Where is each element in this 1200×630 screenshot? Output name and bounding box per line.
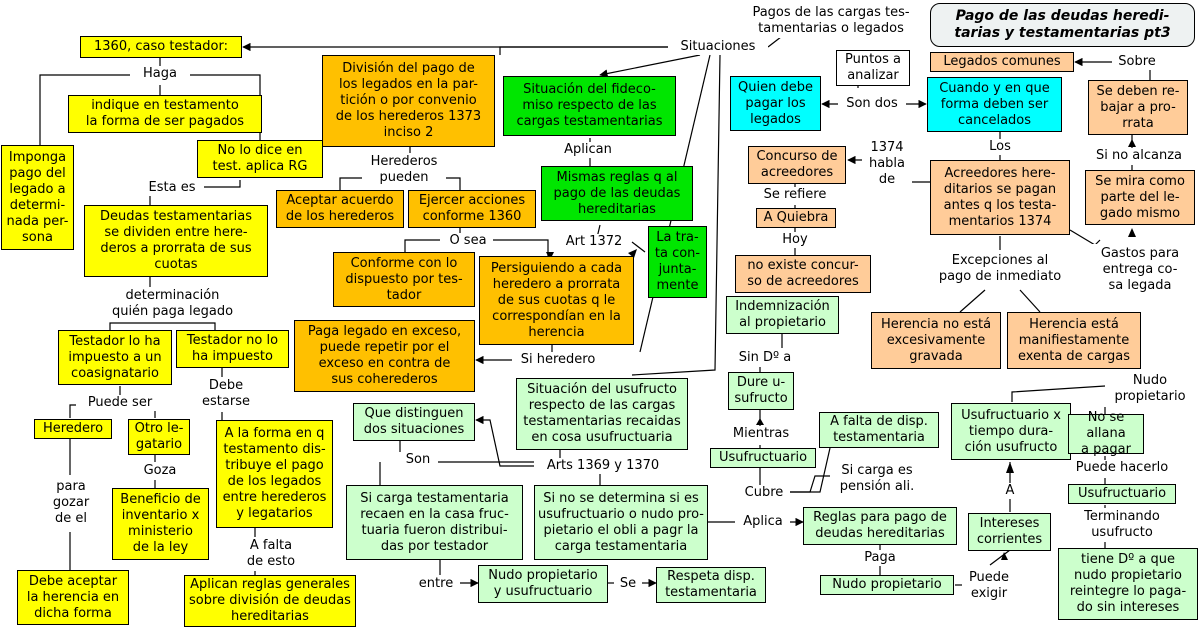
node-usufructuario-cubre: Usufructuario xyxy=(710,448,816,468)
label-sin-do-a: Sin Dº a xyxy=(730,350,800,366)
label-haga: Haga xyxy=(138,66,182,82)
node-fideicomiso: Situación del fideco- miso respecto de l… xyxy=(503,76,676,136)
label-si-heredero: Si heredero xyxy=(512,352,604,368)
label-aplica: Aplica xyxy=(736,514,790,530)
node-usufructuario-x-tiempo: Usufructuario x tiempo dura- ción usufru… xyxy=(951,403,1071,460)
node-indique: indique en testamento la forma de ser pa… xyxy=(68,95,262,133)
node-1360-caso-testador: 1360, caso testador: xyxy=(80,36,242,58)
label-herederos-pueden: Herederos pueden xyxy=(362,153,446,187)
node-reglas-para-pago: Reglas para pago de deudas hereditarias xyxy=(803,507,957,545)
node-aplican-reglas: Aplican reglas generales sobre división … xyxy=(184,575,356,627)
node-ejercer-acciones: Ejercer acciones conforme 1360 xyxy=(408,190,536,228)
label-aplican: Aplican xyxy=(556,142,620,158)
node-testador-no-lo-ha: Testador no lo ha impuesto xyxy=(176,330,289,368)
label-puede-ser: Puede ser xyxy=(76,395,164,411)
node-a-falta-de-disp: A falta de disp. testamentaria xyxy=(819,412,939,448)
label-pagos-de-las-cargas: Pagos de las cargas tes- tamentarias o l… xyxy=(735,4,927,38)
label-1374-habla-de: 1374 habla de xyxy=(862,138,912,190)
node-a-la-forma: A la forma en q testamento dis- tribuye … xyxy=(216,420,333,528)
node-la-trata: La tra- ta con- junta- mente xyxy=(648,226,707,298)
label-nudo-propietario: Nudo propietario xyxy=(1105,372,1195,406)
node-respeta: Respeta disp. testamentaria xyxy=(656,567,766,603)
node-conforme: Conforme con lo dispuesto por tes- tador xyxy=(333,252,475,307)
label-se-refiere: Se refiere xyxy=(755,187,835,203)
label-gastos: Gastos para entrega co- sa legada xyxy=(1090,244,1190,296)
node-beneficio: Beneficio de inventario x ministerio de … xyxy=(112,488,209,560)
label-si-no-alcanza: Si no alcanza xyxy=(1085,148,1193,164)
label-esta-es: Esta es xyxy=(140,180,204,196)
node-concurso-acreedores: Concurso de acreedores xyxy=(748,146,846,184)
label-determinacion: determinación quién paga legado xyxy=(100,287,245,321)
node-acreedores-hereditarios: Acreedores here- ditarios se pagan antes… xyxy=(930,160,1070,235)
node-intereses-corrientes: Intereses corrientes xyxy=(968,513,1051,551)
node-heredero: Heredero xyxy=(34,419,112,439)
label-mientras: Mientras xyxy=(726,426,796,442)
label-los: Los xyxy=(982,139,1018,155)
node-dure-usufructo: Dure u- sufructo xyxy=(728,372,794,410)
node-nudo-y-usufructuario: Nudo propietario y usufructuario xyxy=(478,565,608,603)
label-a-falta-de-esto: A falta de esto xyxy=(240,537,302,571)
label-a: A xyxy=(1000,483,1020,499)
label-goza: Goza xyxy=(138,463,182,479)
label-entre: entre xyxy=(412,576,460,592)
node-tiene-do: tiene Dº a que nudo propietario reintegr… xyxy=(1058,548,1198,620)
node-testador-lo-ha: Testador lo ha impuesto a un coasignatar… xyxy=(58,330,172,385)
node-herencia-esta: Herencia está manifiestamente exenta de … xyxy=(1007,312,1141,369)
node-otro-legatario: Otro le- gatario xyxy=(128,419,190,455)
node-herencia-no-esta: Herencia no está excesivamente gravada xyxy=(871,312,1001,369)
node-imponga: Imponga pago del legado a determi- nada … xyxy=(1,145,74,250)
title-box: Pago de las deudas heredi- tarias y test… xyxy=(930,3,1195,47)
node-usufructuario-terminando: Usufructuario xyxy=(1068,484,1176,504)
node-que-distinguen: Que distinguen dos situaciones xyxy=(353,403,475,441)
label-terminando-usufructo: Terminando usufructo xyxy=(1075,508,1169,542)
label-hoy: Hoy xyxy=(777,232,813,248)
node-a-quiebra: A Quiebra xyxy=(756,208,836,228)
label-excepciones: Excepciones al pago de inmediato xyxy=(925,252,1075,286)
node-paga-legado-exceso: Paga legado en exceso, puede repetir por… xyxy=(294,320,475,392)
label-situaciones[interactable]: Situaciones xyxy=(668,39,768,55)
label-puede-hacerlo: Puede hacerlo xyxy=(1062,460,1182,476)
label-art-1372: Art 1372 xyxy=(558,234,630,250)
label-arts-1369-1370: Arts 1369 y 1370 xyxy=(534,458,672,474)
node-no-se-allana: No se allana a pagar xyxy=(1068,410,1144,457)
node-division-del-pago: División del pago de los legados en la p… xyxy=(322,55,495,147)
node-aceptar-acuerdo: Aceptar acuerdo de los herederos xyxy=(276,190,404,228)
node-nudo-propietario: Nudo propietario xyxy=(820,575,954,595)
node-puntos-a-analizar: Puntos a analizar xyxy=(836,50,910,86)
node-cuando-y-en-que: Cuando y en que forma deben ser cancelad… xyxy=(927,77,1062,132)
node-quien-debe-pagar: Quien debe pagar los legados xyxy=(730,76,821,131)
node-si-carga-testamentaria: Si carga testamentaria recaen en la casa… xyxy=(346,485,523,560)
node-se-deben-rebajar: Se deben re- bajar a pro- rrata xyxy=(1088,80,1188,135)
label-o-sea: O sea xyxy=(443,233,493,249)
node-legados-comunes: Legados comunes xyxy=(930,52,1074,72)
node-se-mira-como: Se mira como parte del le- gado mismo xyxy=(1085,170,1195,225)
node-debe-aceptar: Debe aceptar la herencia en dicha forma xyxy=(17,570,129,625)
label-paga: Paga xyxy=(858,550,902,566)
node-situacion-usufructo: Situación del usufructo respecto de las … xyxy=(516,378,688,450)
label-puede-exigir: Puede exigir xyxy=(962,569,1016,603)
node-indemnizacion: Indemnización al propietario xyxy=(726,296,839,334)
label-si-carga-es-pension: Si carga es pensión ali. xyxy=(832,462,922,496)
node-si-no-determina: Si no se determina si es usufructuario o… xyxy=(534,485,708,560)
label-sobre: Sobre xyxy=(1112,54,1162,70)
node-no-existe-concurso: no existe concur- so de acreedores xyxy=(735,255,871,293)
node-mismas-reglas: Mismas reglas q al pago de las deudas he… xyxy=(541,166,693,221)
label-debe-estarse: Debe estarse xyxy=(196,377,256,411)
node-deudas-testamentarias: Deudas testamentarias se dividen entre h… xyxy=(84,205,268,277)
label-se: Se xyxy=(614,576,642,592)
label-cubre: Cubre xyxy=(738,485,790,501)
label-para-gozar: para gozar de el xyxy=(48,477,94,529)
label-son: Son xyxy=(398,452,438,468)
label-son-dos: Son dos xyxy=(838,96,906,112)
node-persiguiendo: Persiguiendo a cada heredero a prorrata … xyxy=(479,256,634,345)
node-no-lo-dice: No lo dice en test. aplica RG xyxy=(197,140,323,178)
